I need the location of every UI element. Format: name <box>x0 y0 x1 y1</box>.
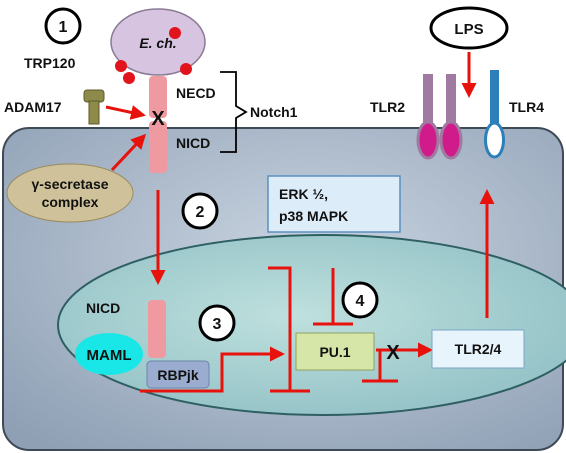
gamma-secretase-label-line1: γ-secretase <box>31 176 108 192</box>
tlr24-box <box>431 329 525 369</box>
gamma-secretase-label-line2: complex <box>42 194 99 210</box>
trp120-dot <box>169 27 181 39</box>
maml-label: MAML <box>87 347 132 364</box>
necd-segment <box>149 76 167 118</box>
nicd-nucleus-label: NICD <box>86 300 120 316</box>
step-2-number: 2 <box>196 204 205 221</box>
trp120-dot <box>180 63 192 75</box>
rbpjk-protein <box>146 360 210 389</box>
nucleus <box>57 234 566 416</box>
tlr2-receptor <box>416 74 463 160</box>
nicd-membrane-segment <box>149 121 167 173</box>
pu1-self-inhibition <box>376 348 382 381</box>
notch1-brace <box>220 71 248 153</box>
maml-protein <box>75 333 143 375</box>
step-3-number: 3 <box>213 316 222 333</box>
pu1-label: PU.1 <box>319 344 350 360</box>
erk-label-line2: p38 MAPK <box>279 208 348 224</box>
step-4-number: 4 <box>356 293 365 310</box>
e-ch-label: E. ch. <box>139 35 176 51</box>
erk-label-line1: ERK ½, <box>279 186 328 202</box>
pu1-box <box>295 332 375 371</box>
block-mark: X <box>386 342 400 364</box>
step-4-marker <box>341 281 379 319</box>
rbpjk-to-pu1-arrow <box>140 346 285 393</box>
cleavage-mark: X <box>151 108 165 130</box>
trp120-dot <box>115 60 127 72</box>
erk-inhibition-line <box>268 266 292 391</box>
step-1-marker <box>44 7 82 45</box>
step-1-number: 1 <box>59 19 68 36</box>
trp120-dot <box>123 72 135 84</box>
notch1-label: Notch1 <box>250 104 298 120</box>
erk-p38-box <box>267 175 401 233</box>
lps-ligand <box>429 6 509 50</box>
tlr4-receptor <box>484 70 505 159</box>
gamma-secretase-arrow <box>110 133 147 172</box>
nicd-nucleus-segment <box>148 300 166 358</box>
step-3-marker <box>198 304 236 342</box>
gamma-secretase-complex <box>6 163 134 223</box>
e-chaffeensis-bacterium <box>110 8 206 76</box>
adam17-arrow <box>105 105 146 120</box>
adam17-label: ADAM17 <box>4 99 62 115</box>
adam17-protease <box>83 89 105 125</box>
nicd-membrane-label: NICD <box>176 135 210 151</box>
tlr24-label: TLR2/4 <box>455 341 502 357</box>
necd-label: NECD <box>176 85 216 101</box>
tlr2-label: TLR2 <box>370 99 405 115</box>
lps-label: LPS <box>454 21 483 38</box>
trp120-label: TRP120 <box>24 55 76 71</box>
step-2-marker <box>181 192 219 230</box>
rbpjk-label: RBPjk <box>157 367 198 383</box>
tlr4-label: TLR4 <box>509 99 544 115</box>
